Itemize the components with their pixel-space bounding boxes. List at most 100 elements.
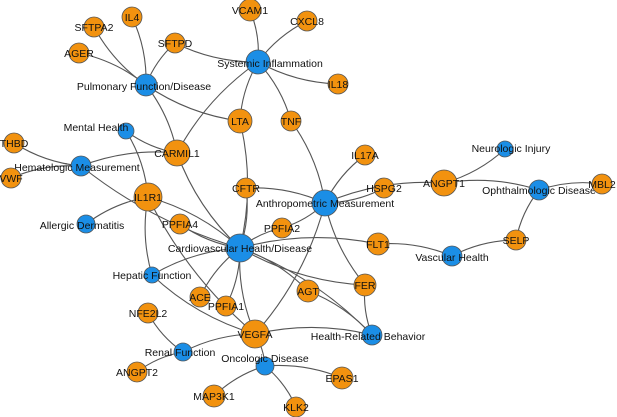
gene-node-circle[interactable] (240, 319, 270, 349)
node-systemic[interactable]: Systemic Inflammation (217, 49, 323, 75)
node-fer[interactable]: FER (353, 273, 377, 297)
gene-node-circle[interactable] (126, 361, 148, 383)
node-label-vcam1: VCAM1 (232, 5, 268, 17)
gene-node-circle[interactable] (189, 286, 211, 308)
trait-node-circle[interactable] (117, 122, 135, 140)
gene-node-circle[interactable] (227, 108, 253, 134)
gene-node-circle[interactable] (137, 302, 159, 324)
node-ager[interactable]: AGER (64, 42, 94, 64)
gene-node-circle[interactable] (215, 295, 237, 317)
node-allergic[interactable]: Allergic Dermatitis (40, 214, 125, 234)
trait-node-circle[interactable] (255, 356, 275, 376)
gene-node-circle[interactable] (271, 217, 293, 239)
gene-node-circle[interactable] (202, 384, 226, 408)
trait-node-circle[interactable] (245, 49, 271, 75)
node-il17a[interactable]: IL17A (351, 144, 379, 166)
node-oncologic[interactable]: Oncologic Disease (221, 353, 309, 376)
node-label-vwf: VWF (0, 173, 23, 185)
node-vegfa[interactable]: VEGFA (237, 319, 273, 349)
gene-node-circle[interactable] (164, 32, 186, 54)
node-hspg2[interactable]: HSPG2 (366, 177, 402, 199)
node-sftpa2[interactable]: SFTPA2 (75, 16, 114, 38)
gene-node-circle[interactable] (83, 16, 105, 38)
gene-node-circle[interactable] (235, 177, 257, 199)
node-il18[interactable]: IL18 (327, 73, 349, 95)
gene-node-circle[interactable] (133, 182, 163, 212)
edge-anthro-vegfa (254, 202, 326, 335)
gene-node-circle[interactable] (296, 10, 318, 32)
gene-node-circle[interactable] (238, 0, 262, 22)
node-cxcl8[interactable]: CXCL8 (290, 10, 324, 32)
node-epas1[interactable]: EPAS1 (325, 366, 359, 390)
node-lta[interactable]: LTA (227, 108, 253, 134)
gene-node-circle[interactable] (366, 232, 390, 256)
gene-node-circle[interactable] (296, 279, 320, 303)
gene-node-circle[interactable] (353, 273, 377, 297)
gene-node-circle[interactable] (280, 110, 302, 132)
gene-node-circle[interactable] (430, 169, 458, 197)
node-angpt1[interactable]: ANGPT1 (423, 169, 465, 197)
gene-node-circle[interactable] (0, 167, 22, 189)
trait-node-circle[interactable] (441, 245, 463, 267)
node-vascular[interactable]: Vascular Health (415, 245, 489, 267)
gene-node-circle[interactable] (169, 213, 191, 235)
node-mental[interactable]: Mental Health (64, 122, 135, 140)
trait-node-circle[interactable] (528, 179, 550, 201)
node-vwf[interactable]: VWF (0, 167, 23, 189)
gene-node-circle[interactable] (505, 229, 527, 251)
node-vcam1[interactable]: VCAM1 (232, 0, 268, 22)
node-sftpd[interactable]: SFTPD (158, 32, 193, 54)
gene-node-circle[interactable] (3, 132, 25, 154)
node-pulmonary[interactable]: Pulmonary Function/Disease (77, 73, 211, 97)
gene-node-circle[interactable] (68, 42, 90, 64)
node-nfe2l2[interactable]: NFE2L2 (129, 302, 168, 324)
node-renal[interactable]: Renal Function (145, 342, 216, 362)
trait-node-circle[interactable] (225, 233, 255, 263)
node-tnf[interactable]: TNF (280, 110, 302, 132)
node-cardio[interactable]: Cardiovascular Health/Disease (168, 233, 312, 263)
node-ophthal[interactable]: Ophthalmologic Disease (482, 179, 596, 201)
node-anthro[interactable]: Anthropometric Measurement (256, 189, 394, 217)
node-agt[interactable]: AGT (296, 279, 320, 303)
node-il1r1[interactable]: IL1R1 (133, 182, 163, 212)
gene-node-circle[interactable] (591, 173, 613, 195)
node-mbl2[interactable]: MBL2 (588, 173, 616, 195)
node-cftr[interactable]: CFTR (232, 177, 260, 199)
node-label-ophthal: Ophthalmologic Disease (482, 185, 596, 197)
trait-node-circle[interactable] (496, 140, 514, 158)
node-map3k1[interactable]: MAP3K1 (193, 384, 235, 408)
trait-node-circle[interactable] (173, 342, 193, 362)
node-healthbeh[interactable]: Health-Related Behavior (311, 324, 426, 346)
node-angpt2[interactable]: ANGPT2 (116, 361, 158, 383)
node-hematologic[interactable]: Hematologic Measurement (14, 155, 140, 177)
gene-node-circle[interactable] (330, 366, 354, 390)
node-thbd[interactable]: THBD (0, 132, 29, 154)
node-ppfia1[interactable]: PPFIA1 (208, 295, 244, 317)
node-ppfia2[interactable]: PPFIA2 (264, 217, 300, 239)
gene-node-circle[interactable] (327, 73, 349, 95)
trait-node-circle[interactable] (76, 214, 96, 234)
node-ppfia4[interactable]: PPFIA4 (162, 213, 198, 235)
trait-node-circle[interactable] (134, 73, 158, 97)
node-label-fer: FER (355, 280, 376, 292)
gene-node-circle[interactable] (121, 6, 143, 28)
node-hepatic[interactable]: Hepatic Function (113, 266, 192, 284)
node-carmil1[interactable]: CARMIL1 (154, 139, 200, 167)
node-neuro[interactable]: Neurologic Injury (472, 140, 552, 158)
node-selp[interactable]: SELP (503, 229, 530, 251)
node-il4[interactable]: IL4 (121, 6, 143, 28)
trait-node-circle[interactable] (311, 189, 339, 217)
node-ace[interactable]: ACE (189, 286, 211, 308)
gene-node-circle[interactable] (373, 177, 395, 199)
trait-node-circle[interactable] (361, 324, 383, 346)
gene-node-circle[interactable] (285, 396, 307, 417)
trait-node-circle[interactable] (70, 155, 92, 177)
gene-node-circle[interactable] (163, 139, 191, 167)
node-flt1[interactable]: FLT1 (366, 232, 390, 256)
gene-node-circle[interactable] (354, 144, 376, 166)
node-label-klk2: KLK2 (283, 402, 309, 414)
node-label-il4: IL4 (125, 12, 140, 24)
node-label-mbl2: MBL2 (588, 179, 616, 191)
node-klk2[interactable]: KLK2 (283, 396, 309, 417)
trait-node-circle[interactable] (143, 266, 161, 284)
